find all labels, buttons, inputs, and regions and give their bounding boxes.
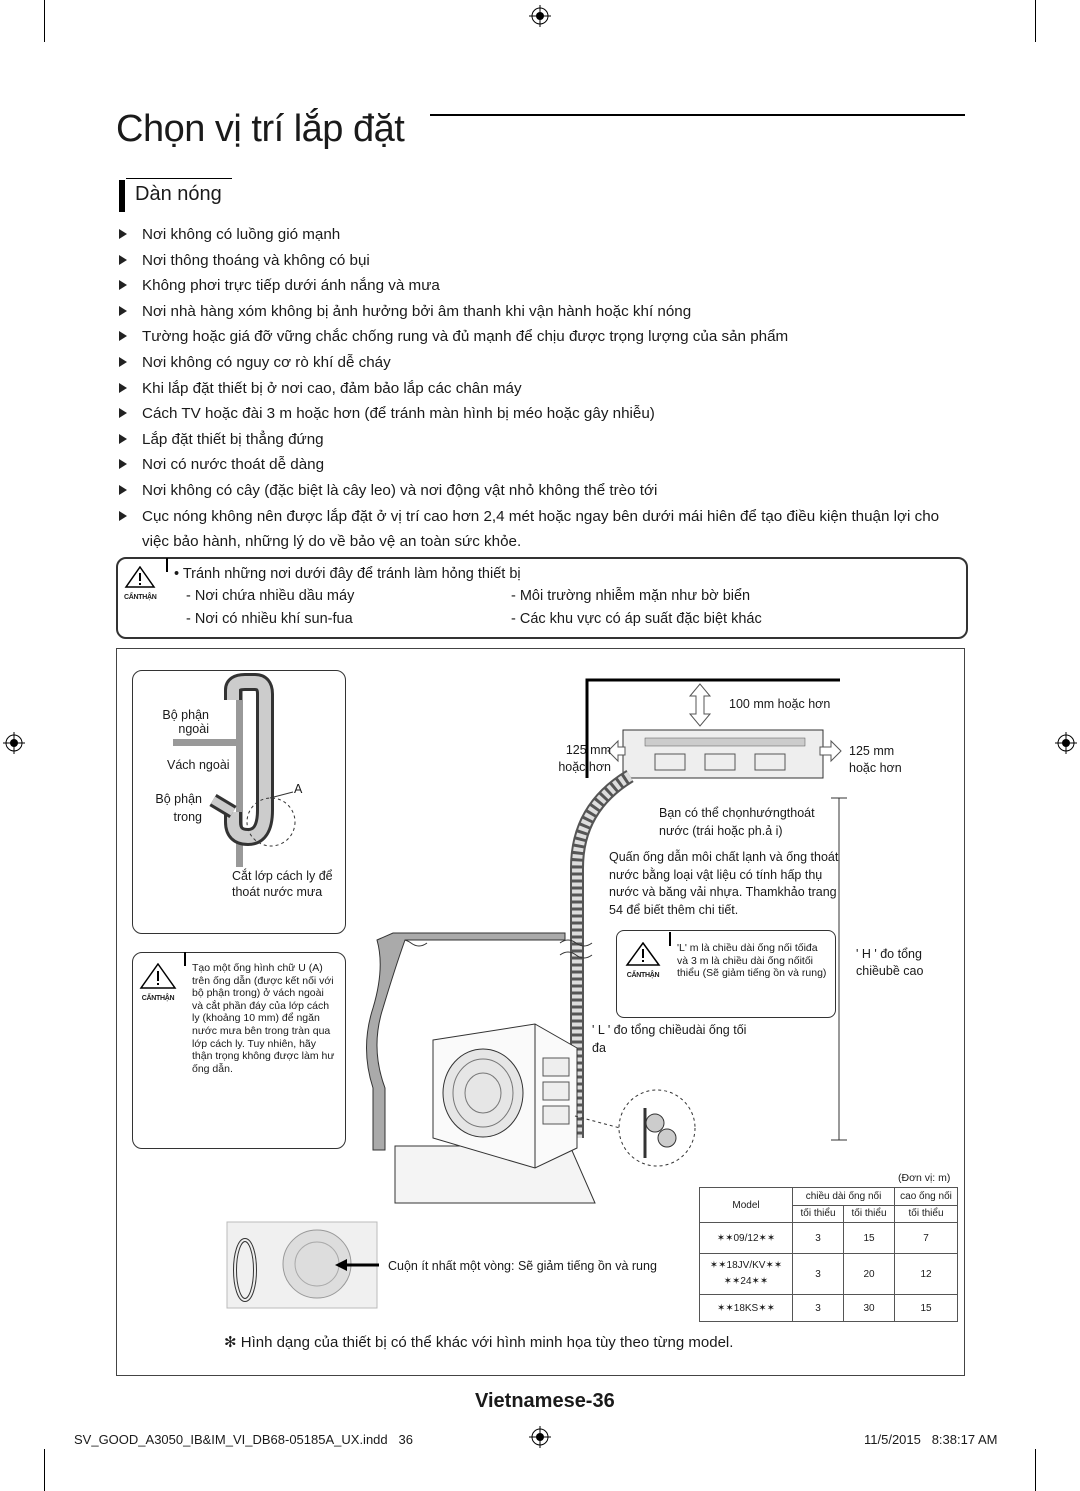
registration-mark-icon [1055, 732, 1077, 754]
label-h-height: ' H ' đo tổng chiềubề cao [856, 947, 924, 978]
caution-icon: CẨNTHẬN [124, 565, 157, 601]
requirements-list: Nơi không có luồng gió mạnh Nơi thông th… [116, 222, 966, 555]
bullet-arrow-icon [119, 408, 127, 419]
outdoor-unit-illustration [366, 678, 847, 1204]
caution-divider [184, 952, 186, 966]
table-row: ✶✶09/12✶✶ 3 15 7 [699, 1222, 958, 1254]
u-trap-illustration [173, 673, 296, 867]
list-item: Nơi không có luồng gió mạnh [116, 222, 966, 248]
figure-footnote: ✻ Hình dạng của thiết bị có thể khác với… [224, 1334, 734, 1351]
table-row: ✶✶18JV/KV✶✶ ✶✶24✶✶ 3 20 12 [699, 1253, 958, 1295]
label-outer-part: Bộ phận ngoài [162, 708, 209, 736]
list-item: Cách TV hoặc đài 3 m hoặc hơn (để tránh … [116, 401, 966, 427]
crop-mark [1035, 0, 1036, 42]
bullet-arrow-icon [119, 510, 127, 521]
caution-item: - Môi trường nhiễm mặn như bờ biển [511, 588, 751, 604]
table-header: cao ống nối [894, 1187, 958, 1206]
footer-date: 11/5/2015 8:38:17 AM [864, 1432, 998, 1447]
pipe-spec-table: Model chiều dài ống nối cao ống nối tối … [699, 1187, 958, 1322]
bullet-arrow-icon [119, 254, 127, 265]
bullet-arrow-icon [119, 382, 127, 393]
bullet-arrow-icon [119, 459, 127, 470]
unit-label: (Đơn vị: m) [898, 1172, 951, 1184]
caution-item: - Các khu vực có áp suất đặc biệt khác [511, 611, 762, 627]
footer-filename: SV_GOOD_A3050_IB&IM_VI_DB68-05185A_UX.in… [74, 1432, 413, 1447]
caution-divider [166, 558, 168, 572]
caution-box [116, 557, 968, 639]
crop-mark [44, 0, 45, 42]
bullet-arrow-icon [119, 331, 127, 342]
list-item: Nơi không có cây (đặc biệt là cây leo) v… [116, 478, 966, 504]
list-item: Nơi thông thoáng và không có bụi [116, 248, 966, 274]
list-item: Không phơi trực tiếp dưới ánh nắng và mư… [116, 273, 966, 299]
table-header: tối thiểu [792, 1204, 844, 1223]
title-rule [430, 114, 965, 116]
bullet-arrow-icon [119, 433, 127, 444]
caution-box-2 [132, 952, 346, 1149]
list-item: Cục nóng không nên được lắp đặt ở vị trí… [116, 504, 966, 555]
registration-mark-icon [529, 5, 551, 27]
crop-mark [44, 1449, 45, 1491]
label-inner-part: Bộ phận trong [155, 792, 202, 824]
caution-intro: • Tránh những nơi dưới đây để tránh làm … [174, 566, 521, 582]
caution-item: - Nơi chứa nhiều dầu máy [186, 588, 355, 604]
table-row: ✶✶18KS✶✶ 3 30 15 [699, 1294, 958, 1322]
label-clearance-left: 125 mm hoặc hơn [558, 743, 611, 774]
list-item: Tường hoặc giá đỡ vững chắc chống rung v… [116, 324, 966, 350]
bullet-arrow-icon [119, 280, 127, 291]
list-item: Nơi nhà hàng xóm không bị ảnh hưởng bởi … [116, 299, 966, 325]
u-trap-inset [132, 670, 346, 934]
caution-icon: CẨNTHẬN [624, 941, 662, 979]
registration-mark-icon [529, 1426, 551, 1448]
registration-mark-icon [3, 732, 25, 754]
table-header: Model [699, 1187, 793, 1223]
label-clearance-top: 100 mm hoặc hơn [729, 697, 831, 711]
label-clearance-right: 125 mm hoặc hơn [849, 744, 902, 775]
section-rule [126, 178, 232, 179]
list-item: Khi lắp đặt thiết bị ở nơi cao, đảm bảo … [116, 376, 966, 402]
page-number: Vietnamese-36 [475, 1390, 615, 1412]
bullet-arrow-icon [119, 305, 127, 316]
page-title: Chọn vị trí lắp đặt [116, 108, 405, 150]
label-coil-note: Cuộn ít nhất một vòng: Sẽ giảm tiếng ồn … [388, 1259, 657, 1273]
caution-item: - Nơi có nhiều khí sun-fua [186, 611, 353, 627]
table-header: chiều dài ống nối [792, 1187, 895, 1206]
installation-figure [116, 648, 965, 1376]
label-point-a: A [294, 782, 303, 796]
bullet-arrow-icon [119, 484, 127, 495]
bullet-arrow-icon [119, 229, 127, 239]
table-header: tối thiểu [894, 1204, 958, 1223]
list-item: Nơi có nước thoát dễ dàng [116, 452, 966, 478]
list-item: Lắp đặt thiết bị thẳng đứng [116, 427, 966, 453]
section-bar [119, 180, 125, 212]
section-title: Dàn nóng [135, 183, 222, 205]
table-header: tối thiểu [843, 1204, 895, 1223]
arrow-left-icon [335, 1259, 379, 1271]
list-item: Nơi không có nguy cơ rò khí dễ cháy [116, 350, 966, 376]
crop-mark [1035, 1449, 1036, 1491]
bullet-arrow-icon [119, 356, 127, 367]
caution-box-3 [616, 930, 836, 1018]
caution-3-text: 'L' m là chiều dài ống nối tốiđa và 3 m … [677, 942, 827, 980]
caution-divider [669, 932, 671, 946]
caution-icon: CẨNTHẬN [138, 962, 178, 1002]
label-l-length: ' L ' đo tổng chiềudài ống tối đa [592, 1023, 747, 1055]
label-wrap-pipe: Quấn ống dẫn môi chất lạnh và ống thoát … [609, 850, 839, 917]
label-drain-direction: Bạn có thể chọnhướngthoát nước (trái hoặ… [659, 806, 815, 838]
label-cut-insulation: Cắt lớp cách ly để thoát nước mưa [232, 869, 333, 899]
caution-2-text: Tạo một ống hình chữ U (A) trên ống dẫn … [192, 962, 335, 1075]
label-outer-wall: Vách ngoài [167, 758, 230, 772]
